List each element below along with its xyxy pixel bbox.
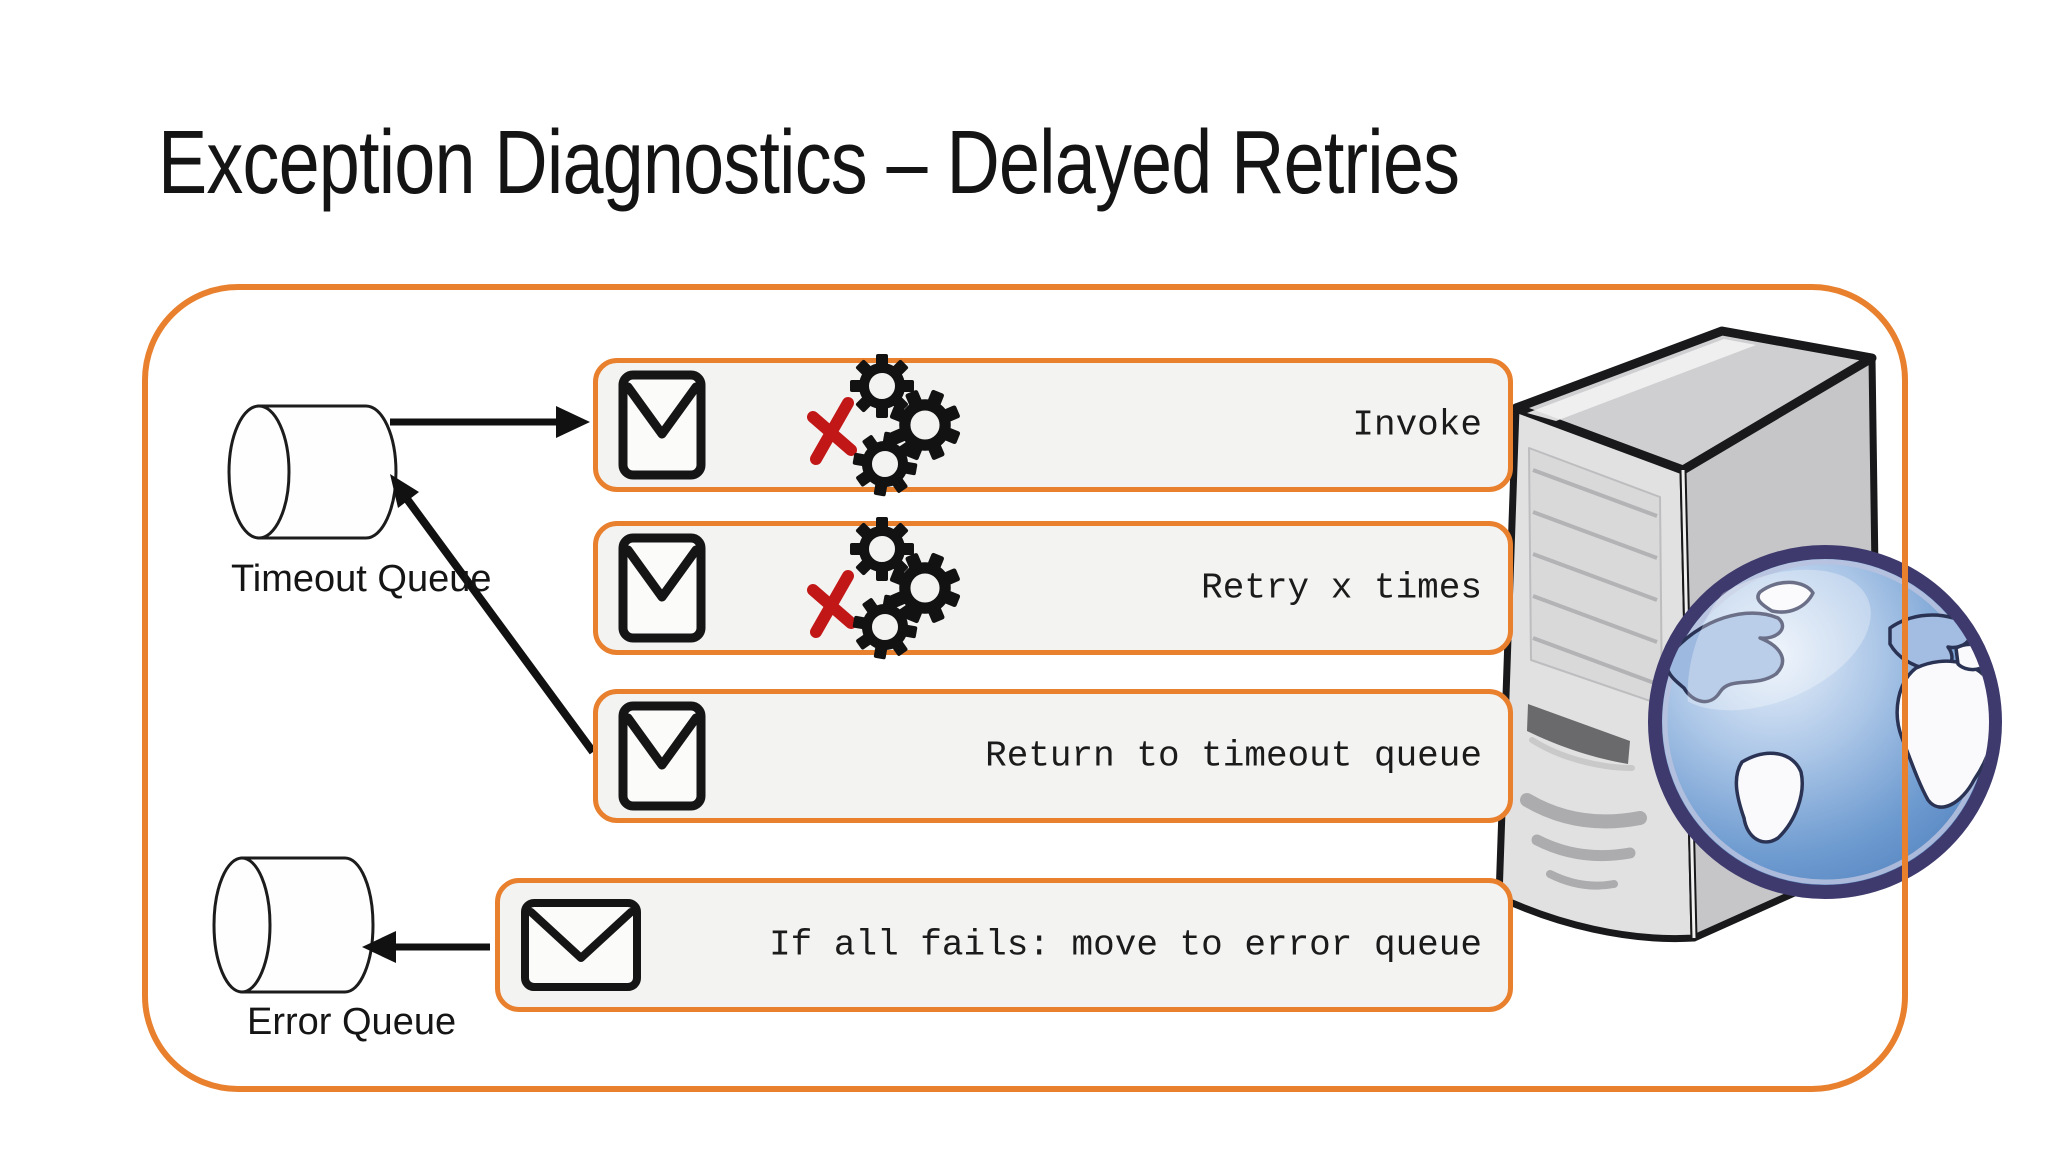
failure-x-icon	[807, 397, 857, 465]
step-label: Retry x times	[1201, 567, 1482, 609]
error-queue-label: Error Queue	[247, 1001, 457, 1043]
timeout-queue-label: Timeout Queue	[231, 558, 492, 600]
gears-icon	[850, 354, 961, 497]
arrow-return-to-timeout	[390, 474, 597, 755]
arrow-move-to-error	[362, 931, 490, 963]
failure-gears-icon	[807, 354, 961, 497]
gears-icon	[850, 517, 961, 660]
queue-cylinder-icon	[227, 404, 398, 540]
step-label: Invoke	[1352, 404, 1482, 446]
step-retry: Retry x times	[593, 517, 1513, 660]
step-label: Return to timeout queue	[985, 735, 1482, 777]
envelope-icon	[618, 701, 706, 811]
failure-x-icon	[807, 570, 857, 638]
step-invoke: Invoke	[593, 354, 1513, 497]
step-label: If all fails: move to error queue	[769, 924, 1482, 966]
envelope-icon	[521, 899, 641, 991]
arrow-timeout-to-invoke	[390, 406, 590, 438]
step-return: Return to timeout queue	[593, 689, 1513, 823]
queue-cylinder-icon	[212, 856, 375, 994]
envelope-icon	[618, 370, 706, 480]
envelope-icon	[618, 533, 706, 643]
diagram-container-frame	[142, 284, 1908, 1092]
failure-gears-icon	[807, 517, 961, 660]
page-title: Exception Diagnostics – Delayed Retries	[158, 113, 1460, 213]
step-move-to-error: If all fails: move to error queue	[495, 878, 1513, 1012]
